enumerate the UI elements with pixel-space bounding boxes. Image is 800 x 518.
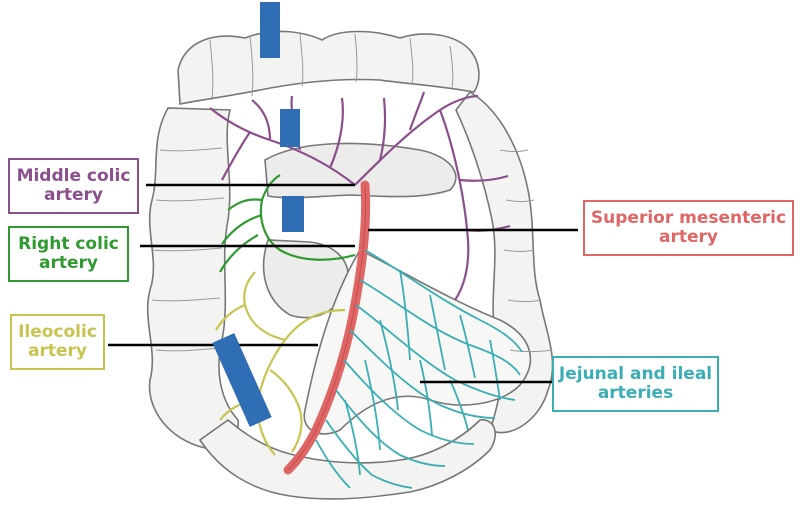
middle-colic-artery-vessels	[209, 91, 511, 301]
label-jejunal-ileal-arteries: Jejunal and ileal arteries	[552, 356, 719, 412]
intestine-drawing	[146, 30, 554, 500]
label-ileocolic-artery: Ileocolic artery	[10, 314, 105, 370]
marker-rect-2	[280, 109, 300, 147]
leader-lines	[108, 183, 578, 384]
label-middle-colic-artery: Middle colic artery	[8, 158, 139, 214]
blue-markers	[212, 2, 304, 427]
marker-rect-1	[260, 2, 280, 58]
intestine-haustra	[151, 33, 553, 352]
jejunal-ileal-artery-vessels	[315, 249, 523, 489]
label-right-colic-artery: Right colic artery	[8, 226, 129, 282]
label-superior-mesenteric-artery: Superior mesenteric artery	[583, 200, 794, 256]
marker-rect-3	[282, 196, 304, 232]
marker-rect-4	[212, 333, 272, 427]
